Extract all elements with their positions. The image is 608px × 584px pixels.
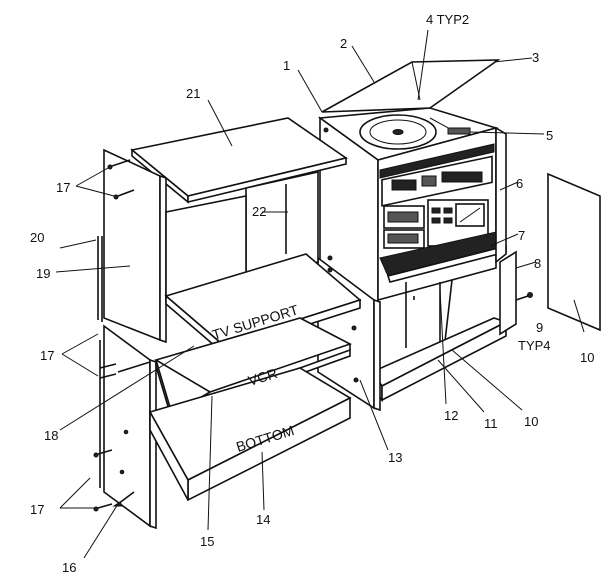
callout-17-middle: 17 xyxy=(40,348,54,363)
bracket-18 xyxy=(117,361,151,373)
callout-13: 13 xyxy=(388,450,402,465)
callout-4: 4 TYP2 xyxy=(426,12,469,27)
callout-18: 18 xyxy=(44,428,58,443)
callout-2: 2 xyxy=(340,36,347,51)
callout-labels: 1 2 4 TYP2 3 5 6 7 8 9 TYP4 10 10 11 12 … xyxy=(30,12,594,575)
side-panel-6 xyxy=(495,126,507,264)
callout-15: 15 xyxy=(200,534,214,549)
callout-1: 1 xyxy=(283,58,290,73)
callout-19: 19 xyxy=(36,266,50,281)
tape-deck-unit xyxy=(383,199,489,249)
lid-panel xyxy=(321,59,501,113)
callout-7: 7 xyxy=(518,228,525,243)
screw-set-9 xyxy=(515,292,533,301)
callout-9: 9 xyxy=(536,320,543,335)
callout-8: 8 xyxy=(534,256,541,271)
callout-16: 16 xyxy=(62,560,76,575)
callout-9-typ4: TYP4 xyxy=(518,338,551,353)
receiver-controls xyxy=(391,171,483,191)
left-lower-side-panel xyxy=(103,324,151,528)
right-base-plinth xyxy=(370,317,509,388)
callout-5: 5 xyxy=(546,128,553,143)
callout-12: 12 xyxy=(444,408,458,423)
callout-17-top: 17 xyxy=(56,180,70,195)
callout-11: 11 xyxy=(484,416,498,431)
callout-6: 6 xyxy=(516,176,523,191)
callout-14: 14 xyxy=(256,512,270,527)
dowel-set-top xyxy=(107,159,135,200)
callout-17-lower: 17 xyxy=(30,502,44,517)
leader-lines xyxy=(55,29,585,559)
dowel-set-middle xyxy=(99,363,117,379)
callout-10-right: 10 xyxy=(580,350,594,365)
left-side-panel-19 xyxy=(103,148,161,342)
callout-10-bottom: 10 xyxy=(524,414,538,429)
right-side-panel-8 xyxy=(499,250,517,336)
callout-22: 22 xyxy=(252,204,266,219)
callout-21: 21 xyxy=(186,86,200,101)
dowel-set-lower xyxy=(93,449,113,512)
callout-3: 3 xyxy=(532,50,539,65)
receiver-unit xyxy=(381,155,493,207)
callout-20: 20 xyxy=(30,230,44,245)
back-door-panel-10 xyxy=(547,172,601,332)
